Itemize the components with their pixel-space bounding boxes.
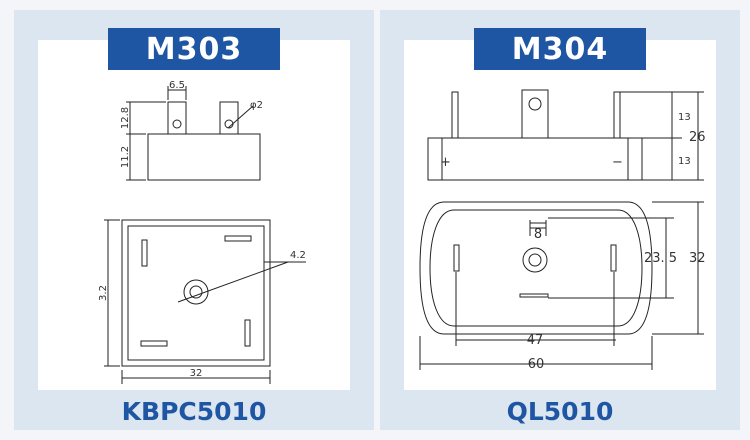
drawing-kbpc5010: 6.5 φ2 12.8 11.2 4.2 3.2 32 — [38, 40, 350, 390]
model-name: KBPC5010 — [121, 396, 267, 426]
terminal-right — [219, 101, 239, 134]
terminal-hole-left — [172, 119, 182, 129]
dim-hole2: 4.2 — [290, 250, 306, 261]
dim-outer: 60 — [528, 357, 545, 372]
model-tag: M304 — [474, 28, 646, 70]
panel-m303: 6.5 φ2 12.8 11.2 4.2 3.2 32 M303 KBPC501… — [14, 10, 374, 430]
dim-mid: 23. 5 — [644, 251, 677, 266]
polarity-minus: − — [612, 155, 623, 170]
pin-left — [453, 244, 460, 272]
center-hole-inner — [528, 253, 542, 267]
side-body — [147, 133, 261, 181]
top-outline — [419, 201, 653, 335]
center-hole-outer — [183, 279, 209, 305]
pin-bottom — [519, 293, 549, 298]
pin-br — [244, 319, 251, 347]
dim-height-top: 12.8 — [120, 107, 131, 129]
dim-side: 3.2 — [98, 285, 109, 301]
pin-tl — [141, 239, 148, 267]
top-inner — [127, 225, 265, 361]
dim-total: 26 — [689, 130, 706, 145]
model-name: QL5010 — [506, 396, 614, 426]
dim-h2: 13 — [678, 156, 691, 167]
panel-m304: + − 13 13 26 8 23. 5 32 47 60 M304 QL501… — [380, 10, 740, 430]
model-tag: M303 — [108, 28, 280, 70]
top-inner — [429, 209, 643, 327]
dim-inner: 47 — [527, 333, 544, 348]
dim-height-body: 11.2 — [120, 146, 131, 168]
pin-right — [610, 244, 617, 272]
top-outer — [121, 219, 271, 367]
tab-hole — [528, 97, 542, 111]
dim-slot: 8 — [534, 227, 542, 242]
dim-bottom: 32 — [190, 368, 203, 379]
lead-left — [451, 91, 459, 138]
center-hole-outer — [522, 247, 548, 273]
polarity-plus: + — [440, 155, 451, 170]
center-tab — [521, 89, 549, 138]
dim-hole: φ2 — [250, 100, 263, 111]
drawing-ql5010: + − 13 13 26 8 23. 5 32 47 60 — [404, 40, 716, 390]
kbpc5010-technical-drawing: 6.5 φ2 12.8 11.2 4.2 3.2 32 — [98, 80, 306, 384]
center-hole-inner — [189, 285, 203, 299]
dim-h1: 13 — [678, 112, 691, 123]
terminal-left — [167, 101, 187, 134]
dim-height: 32 — [689, 251, 706, 266]
pin-bl — [140, 340, 168, 347]
dim-width-top: 6.5 — [169, 80, 185, 91]
ql5010-technical-drawing: + − 13 13 26 8 23. 5 32 47 60 — [419, 89, 706, 372]
side-body — [427, 137, 643, 181]
pin-tr — [224, 235, 252, 242]
lead-right — [613, 91, 621, 138]
